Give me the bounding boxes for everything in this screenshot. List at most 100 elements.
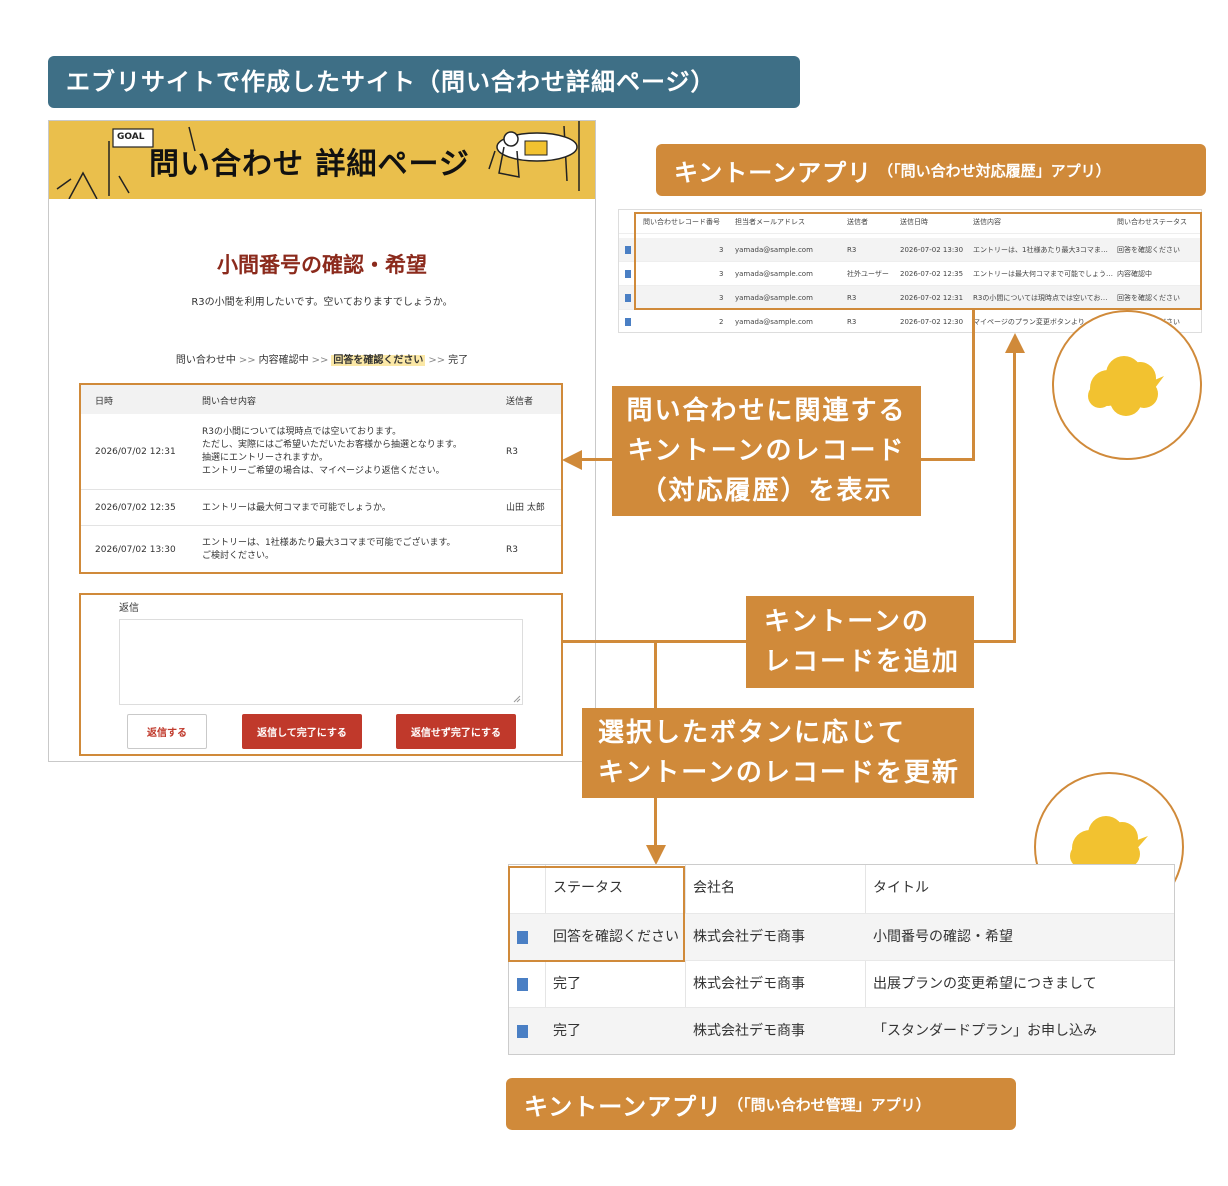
record-document-icon[interactable]	[517, 978, 528, 991]
history-header-sender: 送信者	[506, 397, 534, 407]
connector-line	[654, 640, 657, 708]
callout-add-record: キントーンの レコードを追加	[746, 596, 974, 688]
history-sender: R3	[506, 545, 518, 555]
inquiry-history-table: 日時 問い合せ内容 送信者 2026/07/02 12:31 R3の小間について…	[79, 383, 563, 574]
kt2-row[interactable]: 回答を確認ください 株式会社デモ商事 小間番号の確認・希望	[509, 913, 1174, 960]
site-label: エブリサイトで作成したサイト（問い合わせ詳細ページ）	[48, 56, 800, 108]
kintone-logo-circle	[1052, 310, 1202, 460]
goal-sign-text: GOAL	[117, 132, 145, 142]
callout-line: （対応履歴）を表示	[640, 476, 893, 506]
inquiry-title: 小間番号の確認・希望	[217, 253, 427, 277]
connector-line	[1013, 350, 1016, 643]
step-separator: >>	[238, 355, 256, 366]
kt1-cell: R3	[847, 294, 857, 302]
history-row: 2026/07/02 13:30 エントリーは、1社様あたり最大3コマまで可能で…	[81, 526, 561, 572]
record-document-icon[interactable]	[625, 246, 631, 254]
history-header-content: 問い合せ内容	[202, 397, 257, 407]
kt1-cell: 回答を確認ください	[1117, 246, 1180, 254]
history-datetime: 2026/07/02 12:35	[95, 503, 176, 513]
kt1-cell: エントリーは最大何コマまで可能でしょう…	[973, 270, 1113, 278]
history-content: R3の小間については現時点では空いております。 ただし、実際にはご希望いただいた…	[202, 426, 462, 478]
reply-label: 返信	[119, 603, 139, 614]
kt2-header-row: ステータス 会社名 タイトル	[509, 865, 1174, 912]
step-4: 完了	[448, 355, 469, 366]
kt1-header: 送信者	[847, 218, 868, 226]
kintone-cloud-icon	[1088, 356, 1164, 416]
kt2-cell-status: 完了	[553, 976, 581, 992]
history-content-line: ご検討ください。	[202, 551, 275, 561]
kintone-management-app-label: キントーンアプリ （「問い合わせ管理」アプリ）	[506, 1078, 1016, 1130]
kt1-header: 送信日時	[900, 218, 928, 226]
kt1-row[interactable]: 3 yamada@sample.com 社外ユーザー 2026-07-02 12…	[619, 262, 1201, 286]
kt1-cell: R3	[847, 318, 857, 326]
step-2: 内容確認中	[258, 355, 309, 366]
kt2-status-highlight-frame	[508, 866, 685, 962]
kt1-cell: エントリーは、1社様あたり最大3コマま…	[973, 246, 1108, 254]
kt1-header: 送信内容	[973, 218, 1001, 226]
step-3-current: 回答を確認ください	[331, 355, 426, 366]
step-separator: >>	[428, 355, 446, 366]
kt1-row[interactable]: 3 yamada@sample.com R3 2026-07-02 13:30 …	[619, 238, 1201, 262]
kt1-cell: マイページのプラン変更ボタンより	[973, 318, 1085, 326]
kintone-label-main: キントーンアプリ	[524, 1092, 723, 1121]
kt2-row[interactable]: 完了 株式会社デモ商事 「スタンダードプラン」お申し込み	[509, 1007, 1174, 1054]
kt2-cell-company: 株式会社デモ商事	[693, 1023, 805, 1039]
inquiry-detail-page: GOAL 問い合わせ 詳細ページ 小間番号の確認・希望 R3の小間を利用したいで…	[48, 120, 596, 762]
kt1-cell: yamada@sample.com	[735, 246, 813, 254]
kt2-cell-status: 完了	[553, 1023, 581, 1039]
status-steps: 問い合わせ中>>内容確認中>>回答を確認ください>>完了	[49, 351, 595, 366]
history-content-line: 抽選にエントリーされますか。	[202, 453, 328, 463]
kt1-cell: 2	[719, 318, 724, 326]
history-content-line: R3の小間については現時点では空いております。	[202, 427, 402, 437]
header-illustration	[56, 121, 580, 199]
kt2-cell-title: 「スタンダードプラン」お申し込み	[873, 1023, 1097, 1039]
kt2-row[interactable]: 完了 株式会社デモ商事 出展プランの変更希望につきまして	[509, 960, 1174, 1007]
kt2-header-status: ステータス	[553, 880, 623, 896]
callout-show-related-records: 問い合わせに関連する キントーンのレコード （対応履歴）を表示	[612, 386, 921, 516]
resize-handle-icon[interactable]	[513, 695, 521, 703]
kt2-header-company: 会社名	[693, 880, 735, 896]
callout-line: 問い合わせに関連する	[626, 396, 907, 426]
complete-without-reply-button[interactable]: 返信せず完了にする	[396, 714, 516, 749]
record-document-icon[interactable]	[625, 270, 631, 278]
history-header-datetime: 日時	[95, 397, 114, 407]
history-header-row: 日時 問い合せ内容 送信者	[81, 385, 561, 414]
callout-line: キントーンのレコード	[627, 436, 906, 466]
reply-button[interactable]: 返信する	[127, 714, 207, 749]
step-separator: >>	[311, 355, 329, 366]
record-document-icon[interactable]	[625, 318, 631, 326]
kt1-cell: R3	[847, 246, 857, 254]
kt2-cell-company: 株式会社デモ商事	[693, 929, 805, 945]
kt1-cell: 2026-07-02 12:31	[900, 294, 964, 302]
record-document-icon[interactable]	[625, 294, 631, 302]
callout-line: キントーンのレコードを更新	[598, 758, 960, 788]
kt1-cell: 2026-07-02 13:30	[900, 246, 964, 254]
kt1-header: 問い合わせレコード番号	[643, 218, 720, 226]
connector-line	[654, 798, 657, 850]
reply-and-complete-button[interactable]: 返信して完了にする	[242, 714, 362, 749]
connector-line	[580, 458, 612, 461]
kt1-cell: 社外ユーザー	[847, 270, 889, 278]
kintone-history-table: 問い合わせレコード番号 担当者メールアドレス 送信者 送信日時 送信内容 問い合…	[618, 209, 1202, 333]
kt1-highlight-frame	[634, 212, 1202, 310]
kt1-cell: 2026-07-02 12:30	[900, 318, 964, 326]
kt1-header-row: 問い合わせレコード番号 担当者メールアドレス 送信者 送信日時 送信内容 問い合…	[619, 210, 1201, 234]
kt2-cell-title: 出展プランの変更希望につきまして	[873, 976, 1097, 992]
kt1-cell: 3	[719, 294, 724, 302]
kt1-row[interactable]: 3 yamada@sample.com R3 2026-07-02 12:31 …	[619, 286, 1201, 310]
kt2-header-title: タイトル	[873, 880, 929, 896]
inquiry-summary: R3の小間を利用したいです。空いておりますでしょうか。	[191, 297, 453, 308]
history-row: 2026/07/02 12:35 エントリーは最大何コマまで可能でしょうか。 山…	[81, 490, 561, 526]
kintone-label-sub: （「問い合わせ管理」アプリ）	[728, 1095, 931, 1114]
callout-update-record: 選択したボタンに応じて キントーンのレコードを更新	[582, 708, 974, 798]
record-document-icon[interactable]	[517, 931, 528, 944]
kintone-management-table: ステータス 会社名 タイトル 回答を確認ください 株式会社デモ商事 小間番号の確…	[508, 864, 1175, 1055]
kt1-cell: R3の小間については現時点では空いてお…	[973, 294, 1108, 302]
history-row: 2026/07/02 12:31 R3の小間については現時点では空いております。…	[81, 414, 561, 490]
reply-textarea[interactable]	[119, 619, 523, 705]
history-content: エントリーは、1社様あたり最大3コマまで可能でございます。 ご検討ください。	[202, 537, 456, 563]
kintone-history-app-label: キントーンアプリ（「問い合わせ対応履歴」アプリ）	[656, 144, 1206, 196]
record-document-icon[interactable]	[517, 1025, 528, 1038]
callout-line: キントーンの	[764, 607, 930, 637]
history-content-line: エントリーは、1社様あたり最大3コマまで可能でございます。	[202, 538, 456, 548]
